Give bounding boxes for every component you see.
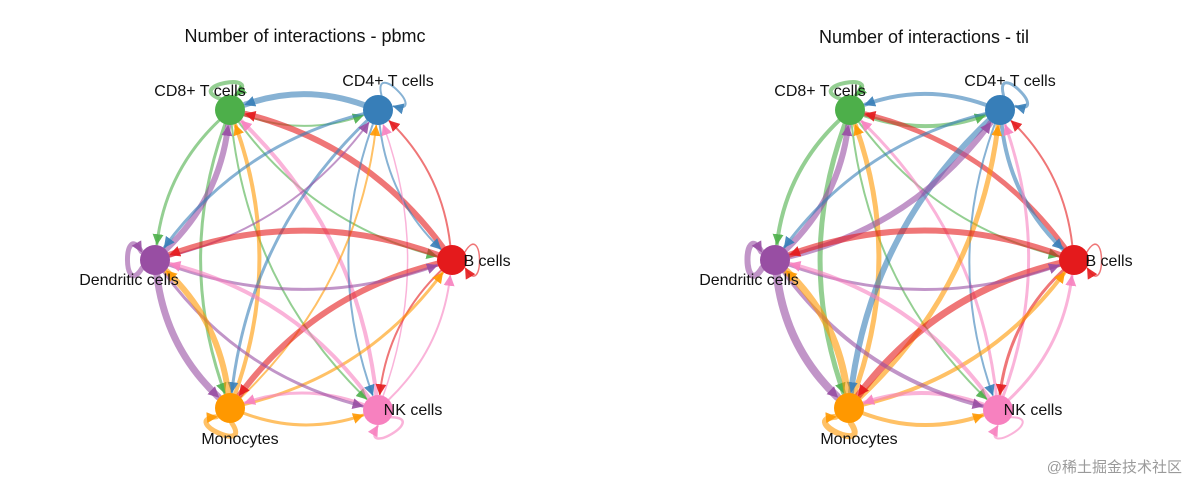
edge-cd4-t-cells-to-dendritic-cells <box>783 112 987 249</box>
self-loop-nk-cells <box>987 416 1024 440</box>
edge-nk-cells-to-b-cells <box>1007 274 1077 402</box>
edge-dendritic-cells-to-monocytes <box>772 270 842 401</box>
edge-dendritic-cells-to-cd8-t-cells <box>782 122 853 253</box>
node-b-cells <box>1059 245 1089 275</box>
edge-b-cells-to-monocytes <box>855 260 1063 399</box>
self-loop-cd4-t-cells <box>1000 81 1030 115</box>
self-loop-b-cells <box>464 243 481 280</box>
edge-cd4-t-cells-to-b-cells <box>378 123 442 250</box>
edge-cd8-t-cells-to-dendritic-cells <box>772 118 842 247</box>
edge-monocytes-to-cd8-t-cells <box>233 123 262 396</box>
node-label-nk-cells: NK cells <box>384 402 443 419</box>
chart-title: Number of interactions - pbmc <box>184 26 425 46</box>
self-loop-monocytes <box>822 412 858 440</box>
edge-dendritic-cells-to-nk-cells <box>162 270 364 410</box>
node-cd4-t-cells <box>363 95 393 125</box>
node-label-cd8-t-cells: CD8+ T cells <box>154 83 245 100</box>
edge-dendritic-cells-to-monocytes <box>153 271 222 401</box>
self-loop-monocytes <box>203 412 239 439</box>
node-label-b-cells: B cells <box>1085 253 1132 270</box>
edge-nk-cells-to-b-cells <box>387 274 455 401</box>
edge-b-cells-to-nk-cells <box>995 268 1065 396</box>
self-loop-cd8-t-cells <box>208 80 248 101</box>
edge-nk-cells-to-dendritic-cells <box>168 260 372 400</box>
edge-cd8-t-cells-to-monocytes <box>817 121 848 396</box>
node-monocytes <box>834 393 864 423</box>
edge-monocytes-to-nk-cells <box>861 411 985 428</box>
node-b-cells <box>437 245 467 275</box>
self-loop-nk-cells <box>367 415 404 440</box>
chart-title: Number of interactions - til <box>819 27 1029 47</box>
node-dendritic-cells <box>760 245 790 275</box>
edge-monocytes-to-dendritic-cells <box>163 268 232 397</box>
node-layer <box>140 95 467 425</box>
edge-layer <box>152 91 455 427</box>
node-label-layer: CD8+ T cells CD4+ T cells B cells NK cellsM… <box>79 73 510 448</box>
edge-cd4-t-cells-to-nk-cells <box>347 123 375 396</box>
self-loop-dendritic-cells <box>744 240 766 279</box>
node-label-cd8-t-cells: CD8+ T cells <box>774 83 865 100</box>
edge-layer <box>772 91 1077 428</box>
edge-cd4-t-cells-to-monocytes <box>846 117 993 396</box>
edge-b-cells-to-nk-cells <box>375 269 443 396</box>
self-loop-layer <box>744 80 1103 440</box>
edge-cd4-t-cells-to-dendritic-cells <box>163 112 365 249</box>
edge-b-cells-to-cd4-t-cells <box>1010 120 1074 247</box>
node-label-layer: CD8+ T cells CD4+ T cells B cells NK cellsM… <box>699 73 1132 448</box>
node-label-b-cells: B cells <box>463 253 510 270</box>
network-panel-pbmc: Number of interactions - pbmc CD8+ T cel… <box>79 26 510 448</box>
node-label-nk-cells: NK cells <box>1004 402 1063 419</box>
watermark-text: @稀土掘金技术社区 <box>1047 459 1182 476</box>
edge-monocytes-to-dendritic-cells <box>783 267 851 397</box>
edge-cd4-t-cells-to-b-cells <box>999 122 1065 251</box>
node-cd8-t-cells <box>835 95 865 125</box>
edge-b-cells-to-dendritic-cells <box>787 227 1063 258</box>
network-panel-til: Number of interactions - til CD8+ T cell… <box>699 27 1132 448</box>
edge-b-cells-to-cd8-t-cells <box>863 110 1068 251</box>
node-label-dendritic-cells: Dendritic cells <box>699 272 799 289</box>
node-label-monocytes: Monocytes <box>820 431 897 448</box>
edge-nk-cells-to-monocytes <box>243 391 366 407</box>
self-loop-dendritic-cells <box>125 240 145 279</box>
edge-monocytes-to-cd8-t-cells <box>851 122 882 397</box>
self-loop-cd8-t-cells <box>828 80 868 101</box>
edge-monocytes-to-b-cells <box>861 270 1067 407</box>
edge-nk-cells-to-cd4-t-cells <box>381 124 409 397</box>
node-nk-cells <box>363 395 393 425</box>
self-loop-layer <box>125 80 481 440</box>
edge-nk-cells-to-dendritic-cells <box>788 260 992 400</box>
edge-nk-cells-to-cd4-t-cells <box>1001 123 1031 398</box>
node-nk-cells <box>983 395 1013 425</box>
edge-cd4-t-cells-to-nk-cells <box>968 123 996 396</box>
edge-cd4-t-cells-to-cd8-t-cells <box>863 91 988 107</box>
node-layer <box>760 95 1089 425</box>
node-cd8-t-cells <box>215 95 245 125</box>
edge-cd4-t-cells-to-cd8-t-cells <box>242 91 367 108</box>
edge-b-cells-to-dendritic-cells <box>167 227 441 258</box>
edge-b-cells-to-cd8-t-cells <box>242 110 447 251</box>
edge-dendritic-cells-to-cd8-t-cells <box>162 122 233 253</box>
edge-cd4-t-cells-to-monocytes <box>227 118 369 394</box>
node-monocytes <box>215 393 245 423</box>
self-loop-cd4-t-cells <box>379 81 407 115</box>
edge-monocytes-to-nk-cells <box>242 411 365 427</box>
node-label-dendritic-cells: Dendritic cells <box>79 272 179 289</box>
node-cd4-t-cells <box>985 95 1015 125</box>
node-label-cd4-t-cells: CD4+ T cells <box>964 73 1055 90</box>
node-dendritic-cells <box>140 245 170 275</box>
edge-cd8-t-cells-to-dendritic-cells <box>152 118 221 246</box>
edge-monocytes-to-b-cells <box>243 271 444 406</box>
edge-b-cells-to-cd4-t-cells <box>388 120 452 247</box>
edge-b-cells-to-monocytes <box>236 260 441 399</box>
self-loop-b-cells <box>1086 243 1103 280</box>
edge-nk-cells-to-monocytes <box>862 390 986 407</box>
edge-dendritic-cells-to-nk-cells <box>781 270 985 410</box>
node-label-monocytes: Monocytes <box>201 431 278 448</box>
edge-cd8-t-cells-to-monocytes <box>199 122 227 395</box>
node-label-cd4-t-cells: CD4+ T cells <box>342 73 433 90</box>
